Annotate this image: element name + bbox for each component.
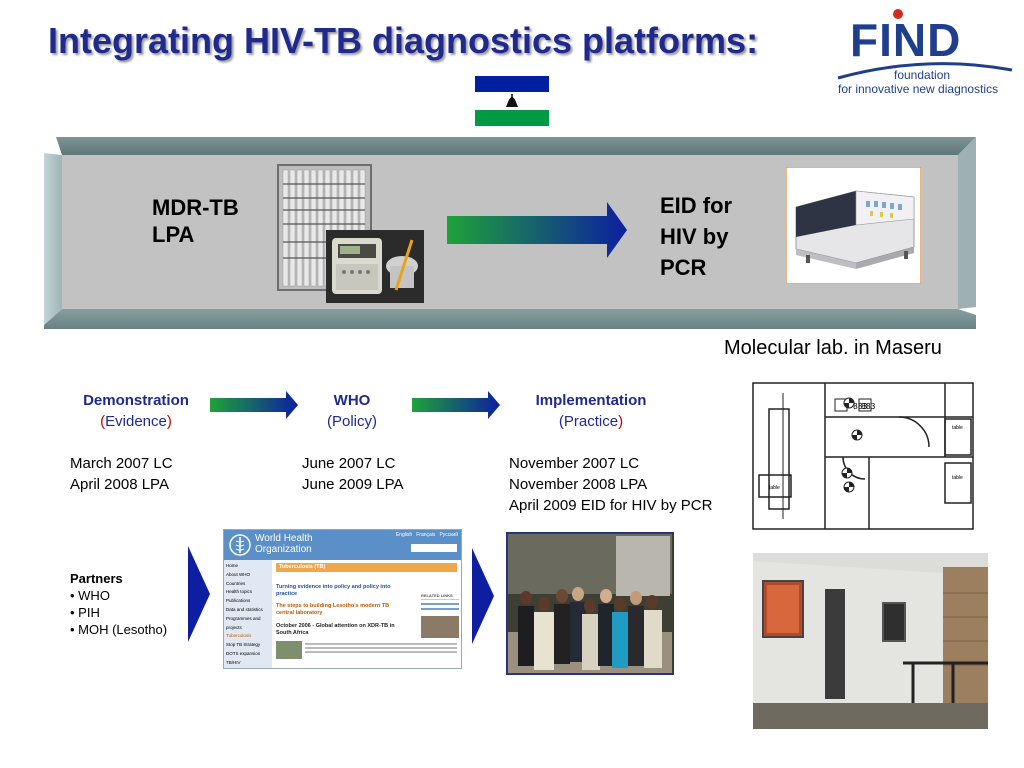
triangle-right-icon xyxy=(472,548,494,644)
group-photo xyxy=(506,532,674,675)
menu-item[interactable]: Tuberculosis xyxy=(226,633,252,639)
menu-item[interactable]: Health topics xyxy=(226,589,253,595)
who-section-title: Tuberculosis (TB) xyxy=(276,563,457,572)
who-header: World Health Organization English França… xyxy=(224,530,461,560)
menu-item[interactable]: About WHO xyxy=(226,571,251,577)
eid-label-line-2: HIV by xyxy=(660,224,729,249)
related-links-heading: RELATED LINKS xyxy=(421,592,459,600)
implementation-dates: November 2007 LC November 2008 LPA April… xyxy=(509,453,712,516)
menu-item[interactable]: Countries xyxy=(226,580,246,586)
partner-item: • PIH xyxy=(70,605,100,620)
arrow-right-icon xyxy=(412,391,500,419)
slide-title: Integrating HIV-TB diagnostics platforms… xyxy=(48,20,759,61)
phase-title: WHO xyxy=(333,392,371,409)
pcr-analyser-photo xyxy=(786,167,921,284)
partners-list: Partners • WHO • PIH • MOH (Lesotho) xyxy=(70,570,167,638)
lab-caption: Molecular lab. in Maseru xyxy=(724,337,942,359)
mdr-label-line-1: MDR-TB xyxy=(152,195,239,220)
lesotho-flag-icon xyxy=(475,76,549,126)
logo-line-2: for innovative new diagnostics xyxy=(838,82,999,96)
lab-building-photo xyxy=(753,553,988,729)
who-headline-2: The steps to building Lesotho's modern T… xyxy=(276,603,390,616)
phase-subtitle: (Practice) xyxy=(558,413,624,430)
who-org-line-1: World Health xyxy=(255,533,313,544)
svg-text:table: table xyxy=(952,475,963,481)
phase-title: Implementation xyxy=(535,392,647,409)
eid-label-line-3: PCR xyxy=(660,255,707,280)
menu-item[interactable]: Stop TB Strategy xyxy=(226,642,261,648)
menu-item[interactable]: Publications xyxy=(226,598,251,604)
who-headline-3: October 2006 - Global attention on XDR-T… xyxy=(276,623,395,636)
who-language-links: English Français Русский xyxy=(396,532,458,538)
svg-text:table: table xyxy=(952,425,963,431)
logo-swoosh-icon xyxy=(837,62,1013,80)
date-line: June 2009 LPA xyxy=(302,476,404,493)
menu-item[interactable]: DOTS expansion xyxy=(226,650,261,656)
lang-link[interactable]: Français xyxy=(416,532,436,538)
who-website-screenshot: World Health Organization English França… xyxy=(223,529,462,669)
phase-demonstration: Demonstration (Evidence) xyxy=(66,390,206,432)
who-related-links: RELATED LINKS xyxy=(421,592,459,638)
date-line: November 2007 LC xyxy=(509,455,640,472)
phase-subtitle: (Policy) xyxy=(326,413,377,430)
logo-mark: FIND xyxy=(850,14,961,66)
phase-who: WHO (Policy) xyxy=(302,390,402,432)
phase-subtitle: (Evidence) xyxy=(100,413,172,430)
logo-line-1: foundation xyxy=(894,68,951,82)
arrow-right-icon xyxy=(210,391,298,419)
logo-dot-icon xyxy=(893,9,903,19)
demonstration-dates: March 2007 LC April 2008 LPA xyxy=(70,453,173,495)
partners-heading: Partners xyxy=(70,571,123,586)
find-logo: FIND xyxy=(837,9,1013,80)
date-line: April 2008 LPA xyxy=(70,476,169,493)
lang-link[interactable]: English xyxy=(395,532,413,538)
who-dates: June 2007 LC June 2009 LPA xyxy=(302,453,403,495)
who-emblem-icon xyxy=(229,534,251,556)
menu-item[interactable]: Programmes and projects xyxy=(226,615,261,630)
triangle-right-icon xyxy=(188,546,210,642)
menu-item[interactable]: Home xyxy=(226,563,239,568)
phase-title: Demonstration xyxy=(83,392,189,409)
who-headline-1: Turning evidence into policy and policy … xyxy=(276,584,391,597)
menu-item[interactable]: TB/HIV xyxy=(226,659,241,665)
lab-floor-plan: 883 883 table table table xyxy=(749,379,977,534)
who-sidebar-menu: Home About WHO Countries Health topics P… xyxy=(224,560,272,668)
date-line: June 2007 LC xyxy=(302,455,396,472)
lang-link[interactable]: Русский xyxy=(439,532,458,538)
who-search-input[interactable] xyxy=(411,544,457,552)
date-line: November 2008 LPA xyxy=(509,476,648,493)
mdr-tb-lpa-label: MDR-TB LPA xyxy=(152,194,239,248)
eid-hiv-pcr-label: EID for HIV by PCR xyxy=(660,190,732,283)
date-line: April 2009 EID for HIV by PCR xyxy=(509,497,713,514)
eid-label-line-1: EID for xyxy=(660,193,733,218)
who-main-content: Tuberculosis (TB) Turning evidence into … xyxy=(272,560,461,668)
who-news-thumbnail xyxy=(276,641,302,659)
who-org-line-2: Organization xyxy=(255,544,312,555)
pcr-machine-photo xyxy=(326,230,424,303)
svg-text:883: 883 xyxy=(861,402,876,411)
svg-text:table: table xyxy=(769,485,780,491)
big-arrow-icon xyxy=(447,202,627,258)
partner-item: • MOH (Lesotho) xyxy=(70,622,168,637)
partner-item: • WHO xyxy=(70,588,110,603)
mdr-label-line-2: LPA xyxy=(152,222,195,247)
phase-implementation: Implementation (Practice) xyxy=(516,390,666,432)
menu-item[interactable]: Data and statistics xyxy=(226,606,263,612)
date-line: March 2007 LC xyxy=(70,455,173,472)
svg-text:883: 883 xyxy=(853,402,868,411)
